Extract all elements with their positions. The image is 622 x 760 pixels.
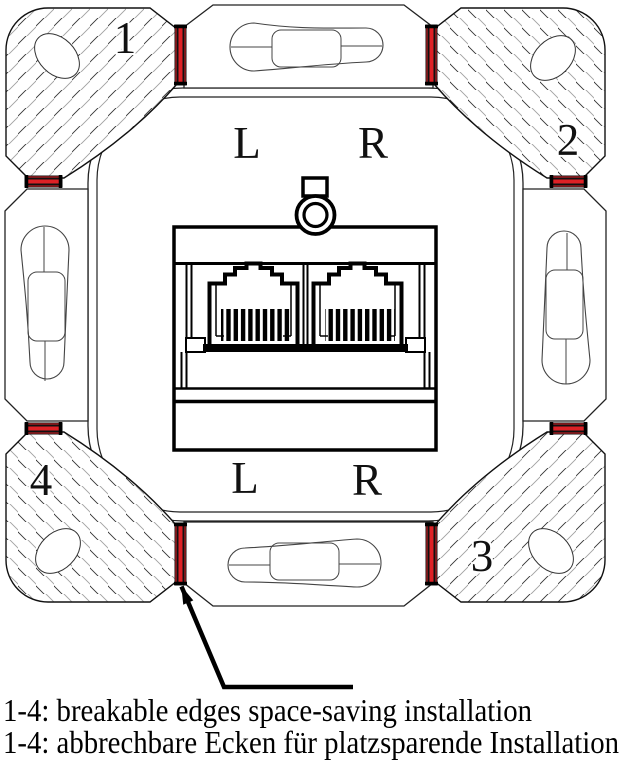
module-lower-walls xyxy=(180,352,431,388)
module-side-walls xyxy=(185,265,426,338)
mounting-slot-left xyxy=(20,225,70,381)
break-mark-right-lower xyxy=(549,422,588,435)
corner-label-2: 2 xyxy=(557,115,580,165)
mounting-slot-bottom xyxy=(227,538,382,588)
leader-arrow xyxy=(179,585,353,690)
corner-1-oval-hole xyxy=(34,33,80,79)
break-mark-top-left xyxy=(174,24,187,86)
screw-ring-inner xyxy=(302,201,329,229)
module-ledge xyxy=(203,344,408,352)
port-divider xyxy=(302,264,309,344)
rj45-port-right xyxy=(311,261,404,344)
break-mark-bottom-left xyxy=(174,522,187,586)
rj45-module xyxy=(172,176,438,452)
corner-2-oval-hole xyxy=(530,35,576,81)
mounting-slot-top xyxy=(229,22,384,72)
mounting-slot-right xyxy=(541,230,591,385)
corner-3-oval-hole xyxy=(528,528,574,574)
port-label-bottom-right: R xyxy=(352,455,382,505)
port-label-bottom-left: L xyxy=(231,453,259,503)
support-frame-outer-ring xyxy=(87,87,524,522)
breakable-edge-marks xyxy=(24,24,588,586)
break-mark-bottom-right xyxy=(425,522,438,586)
caption-english: 1-4: breakable edges space-saving instal… xyxy=(3,692,532,728)
rj45-pins-right xyxy=(325,309,395,341)
rj45-port-left xyxy=(207,261,300,344)
corner-label-3: 3 xyxy=(471,531,494,581)
break-mark-left-upper xyxy=(24,175,63,188)
port-label-top-right: R xyxy=(358,118,388,168)
rj45-pins-left xyxy=(221,309,291,341)
caption-german: 1-4: abbrechbare Ecken für platzsparende… xyxy=(3,724,619,760)
port-label-top-left: L xyxy=(233,118,261,168)
break-mark-top-right xyxy=(425,24,438,86)
corner-4-oval-hole xyxy=(35,528,81,574)
support-frame-inner-ring xyxy=(96,96,515,513)
corner-label-4: 4 xyxy=(30,455,53,505)
corner-label-1: 1 xyxy=(114,13,137,63)
break-mark-left-lower xyxy=(24,422,63,435)
break-mark-right-upper xyxy=(549,175,588,188)
